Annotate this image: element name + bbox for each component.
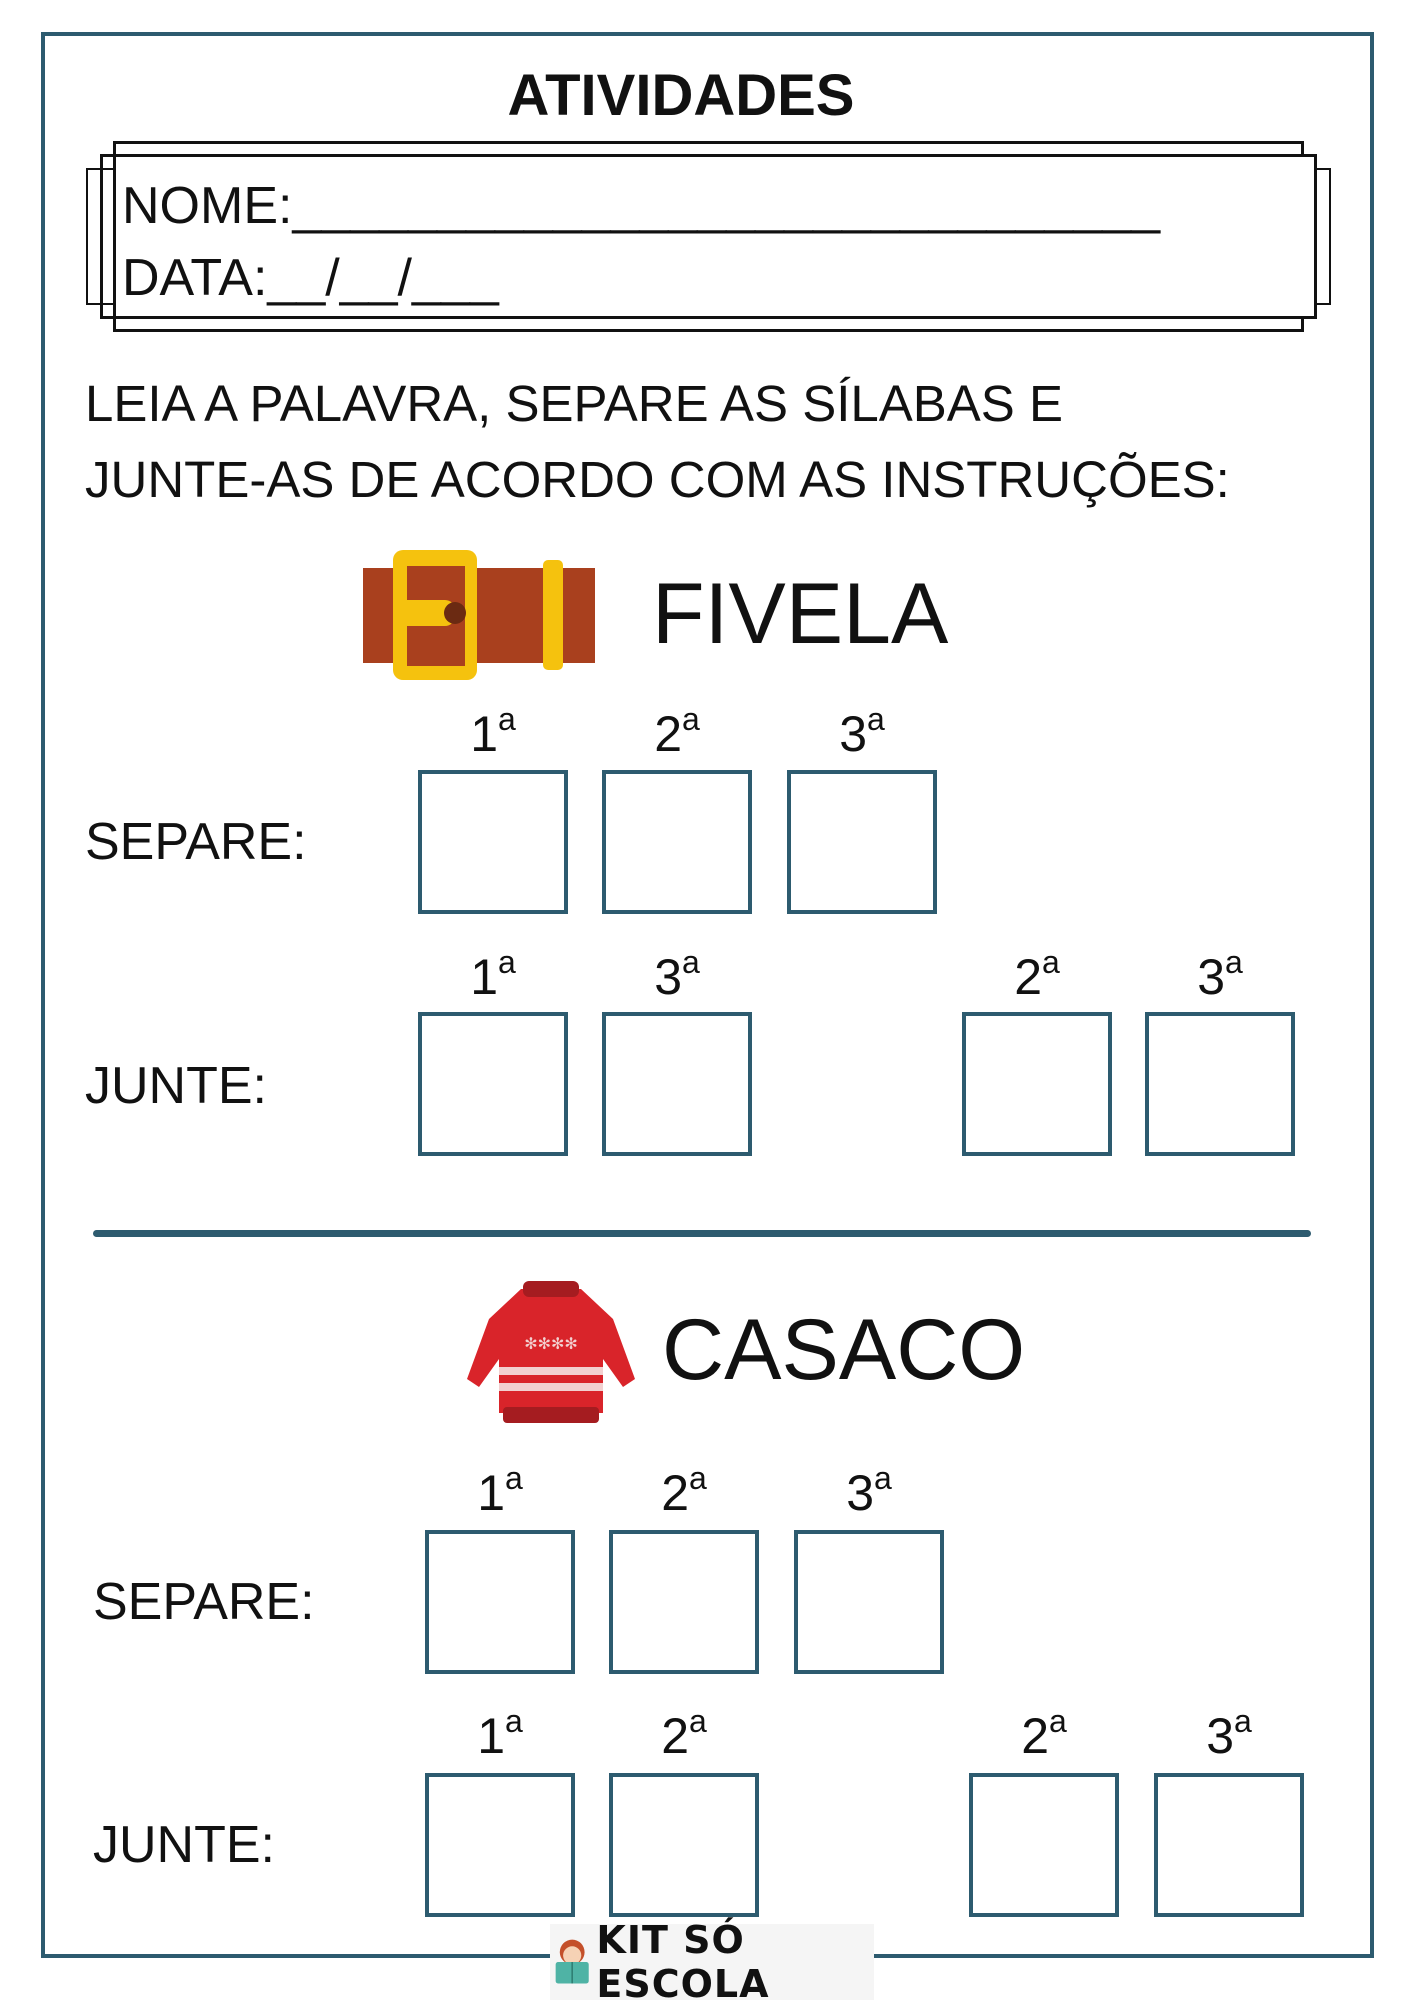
separe-label: SEPARE: bbox=[93, 1573, 315, 1631]
svg-text:✻✻✻✻: ✻✻✻✻ bbox=[524, 1334, 578, 1353]
instruction-line-1: LEIA A PALAVRA, SEPARE AS SÍLABAS E bbox=[85, 375, 1064, 432]
name-box bbox=[116, 157, 1314, 316]
syllable-box[interactable] bbox=[1154, 1773, 1304, 1917]
reading-girl-icon bbox=[555, 1939, 589, 1984]
syllable-box[interactable] bbox=[787, 770, 937, 914]
ordinal-label: 3a bbox=[1197, 944, 1243, 1005]
syllable-box[interactable] bbox=[418, 1012, 568, 1156]
date-label: DATA: bbox=[122, 249, 268, 307]
junte-label: JUNTE: bbox=[85, 1057, 267, 1115]
syllable-box[interactable] bbox=[969, 1773, 1119, 1917]
ordinal-label: 1a bbox=[470, 944, 516, 1005]
sweater-icon: ✻✻✻✻ bbox=[467, 1281, 635, 1423]
ordinal-label: 3a bbox=[839, 701, 885, 762]
ordinal-label: 2a bbox=[1014, 944, 1060, 1005]
ordinal-label: 3a bbox=[846, 1460, 892, 1521]
instruction-line-2: JUNTE-AS DE ACORDO COM AS INSTRUÇÕES: bbox=[85, 451, 1230, 508]
footer-logo: KIT SÓ ESCOLA bbox=[550, 1918, 874, 2006]
syllable-box[interactable] bbox=[794, 1530, 944, 1674]
syllable-box[interactable] bbox=[602, 770, 752, 914]
logo-text: KIT SÓ ESCOLA bbox=[596, 1918, 770, 2006]
junte-label: JUNTE: bbox=[93, 1816, 275, 1874]
belt-icon bbox=[363, 550, 595, 680]
ordinal-label: 1a bbox=[477, 1703, 523, 1764]
name-field[interactable]: NOME:______________________________ bbox=[122, 176, 1160, 236]
name-label: NOME: bbox=[122, 177, 293, 235]
ordinal-label: 2a bbox=[661, 1703, 707, 1764]
ordinal-label: 1a bbox=[477, 1460, 523, 1521]
syllable-box[interactable] bbox=[425, 1773, 575, 1917]
ordinal-label: 3a bbox=[654, 944, 700, 1005]
syllable-box[interactable] bbox=[609, 1530, 759, 1674]
word-fivela: FIVELA bbox=[652, 566, 949, 662]
page-title: ATIVIDADES bbox=[507, 63, 855, 128]
separe-label: SEPARE: bbox=[85, 813, 307, 871]
date-blank: __/__/___ bbox=[267, 249, 499, 307]
date-field[interactable]: DATA:__/__/___ bbox=[122, 248, 499, 308]
syllable-box[interactable] bbox=[602, 1012, 752, 1156]
ordinal-label: 2a bbox=[654, 701, 700, 762]
syllable-box[interactable] bbox=[418, 770, 568, 914]
ordinal-label: 3a bbox=[1206, 1703, 1252, 1764]
syllable-box[interactable] bbox=[1145, 1012, 1295, 1156]
section-divider bbox=[93, 1230, 1311, 1237]
ordinal-label: 2a bbox=[1021, 1703, 1067, 1764]
name-blank: ______________________________ bbox=[292, 177, 1161, 235]
syllable-box[interactable] bbox=[609, 1773, 759, 1917]
syllable-box[interactable] bbox=[962, 1012, 1112, 1156]
syllable-box[interactable] bbox=[425, 1530, 575, 1674]
name-box-frame bbox=[100, 154, 1317, 319]
ordinal-label: 1a bbox=[470, 701, 516, 762]
ordinal-label: 2a bbox=[661, 1460, 707, 1521]
word-casaco: CASACO bbox=[662, 1302, 1026, 1398]
